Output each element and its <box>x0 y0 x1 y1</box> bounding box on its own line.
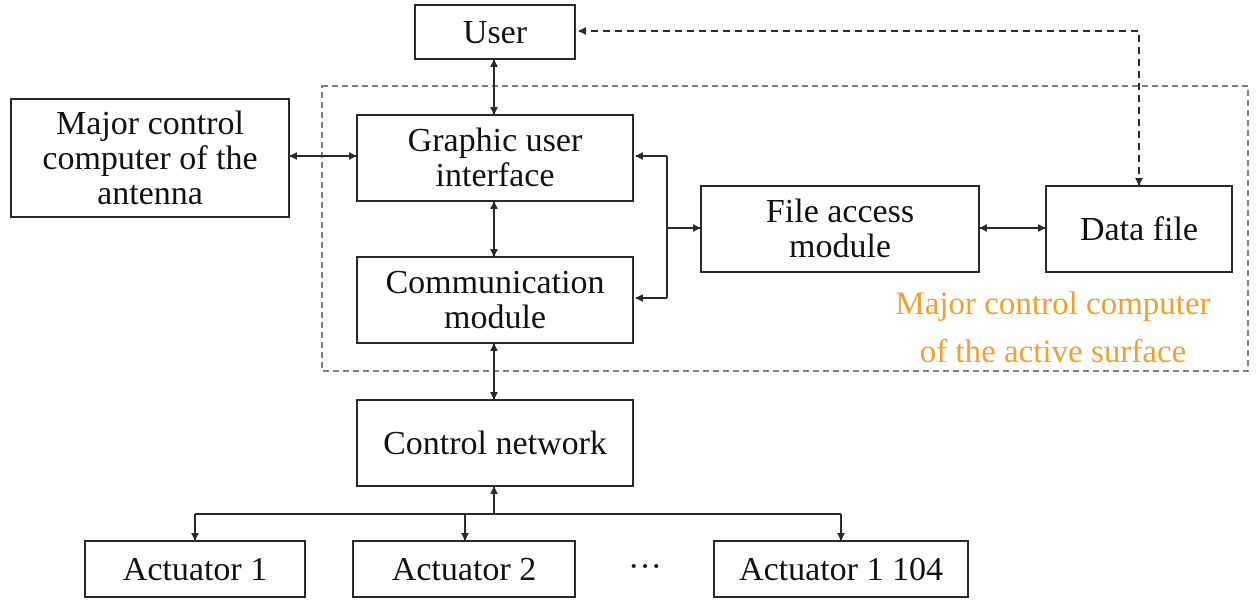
node-graphic-user-interface: Graphic user interface <box>356 114 634 202</box>
node-file-access-module-label: File access module <box>765 193 915 265</box>
node-user: User <box>414 4 576 60</box>
node-actuator-last-label: Actuator 1 104 <box>739 550 943 588</box>
node-antenna-computer-label: Major control computer of the antenna <box>42 104 258 212</box>
node-communication-module: Communication module <box>356 256 634 344</box>
node-user-label: User <box>462 13 528 51</box>
connector-user-data-file-dashed <box>578 27 1143 186</box>
node-actuator-2: Actuator 2 <box>352 540 576 598</box>
node-data-file-label: Data file <box>1080 210 1198 248</box>
node-actuator-1-label: Actuator 1 <box>122 550 268 588</box>
node-actuator-1: Actuator 1 <box>84 540 306 598</box>
node-actuator-last: Actuator 1 104 <box>713 540 969 598</box>
active-surface-region-label: Major control computer of the active sur… <box>895 286 1211 370</box>
actuator-ellipsis: ··· <box>628 548 662 585</box>
node-graphic-user-interface-label: Graphic user interface <box>407 122 583 194</box>
node-control-network-label: Control network <box>383 424 607 462</box>
node-data-file: Data file <box>1045 185 1233 273</box>
node-antenna-computer: Major control computer of the antenna <box>10 98 290 218</box>
node-communication-module-label: Communication module <box>385 264 605 336</box>
node-file-access-module: File access module <box>700 185 980 273</box>
node-actuator-2-label: Actuator 2 <box>391 550 537 588</box>
node-control-network: Control network <box>356 399 634 487</box>
